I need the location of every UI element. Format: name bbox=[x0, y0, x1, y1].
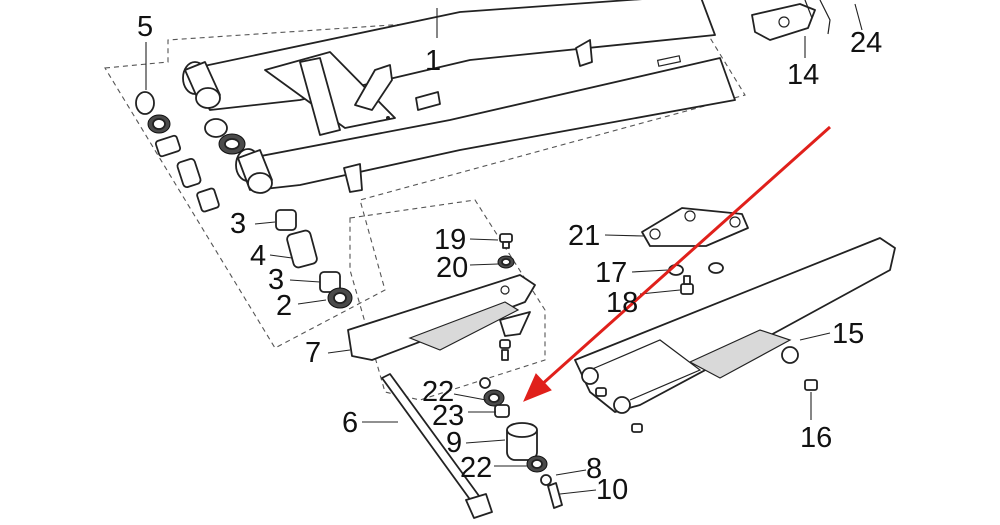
callout-15: 15 bbox=[832, 318, 864, 350]
callout-8: 8 bbox=[586, 453, 602, 485]
callout-22-lower: 22 bbox=[460, 452, 492, 484]
chain-slider bbox=[347, 274, 536, 361]
pivot-hardware-lower bbox=[275, 209, 353, 309]
callout-1: 1 bbox=[425, 45, 441, 77]
chain-guard bbox=[574, 237, 896, 414]
washer-17 bbox=[668, 262, 724, 276]
axle-bolt bbox=[381, 373, 493, 519]
callout-22-upper: 22 bbox=[422, 376, 454, 408]
chain-adjuster bbox=[751, 0, 831, 41]
callout-2: 2 bbox=[276, 290, 292, 322]
callout-5: 5 bbox=[137, 11, 153, 43]
swingarm bbox=[182, 0, 736, 194]
slider-screw bbox=[499, 339, 511, 361]
callout-3-upper: 3 bbox=[230, 208, 246, 240]
leader-lines bbox=[145, 3, 863, 495]
callout-18: 18 bbox=[606, 287, 638, 319]
callout-10: 10 bbox=[596, 474, 628, 506]
callout-3-lower: 3 bbox=[268, 264, 284, 296]
callout-16: 16 bbox=[800, 422, 832, 454]
screw-19 bbox=[499, 233, 513, 249]
washer-20 bbox=[497, 255, 515, 269]
callout-23: 23 bbox=[432, 400, 464, 432]
red-pointer-arrow bbox=[523, 125, 831, 402]
callout-labels: 1 5 3 4 3 2 7 6 19 20 22 23 9 22 8 10 21… bbox=[137, 11, 882, 506]
callout-14: 14 bbox=[787, 59, 819, 91]
callout-9: 9 bbox=[446, 427, 462, 459]
bolt-16 bbox=[595, 379, 818, 433]
bracket bbox=[641, 207, 749, 247]
pivot-hardware-upper bbox=[135, 91, 246, 213]
callout-20: 20 bbox=[436, 252, 468, 284]
callout-4: 4 bbox=[250, 240, 266, 272]
callout-17: 17 bbox=[595, 257, 627, 289]
roller-stack bbox=[479, 377, 563, 509]
callout-21: 21 bbox=[568, 220, 600, 252]
callout-24: 24 bbox=[850, 27, 882, 59]
callout-6: 6 bbox=[342, 407, 358, 439]
bolt-18 bbox=[680, 275, 694, 295]
swingarm-group-outline bbox=[104, 4, 746, 349]
callout-19: 19 bbox=[434, 224, 466, 256]
callout-7: 7 bbox=[305, 337, 321, 369]
